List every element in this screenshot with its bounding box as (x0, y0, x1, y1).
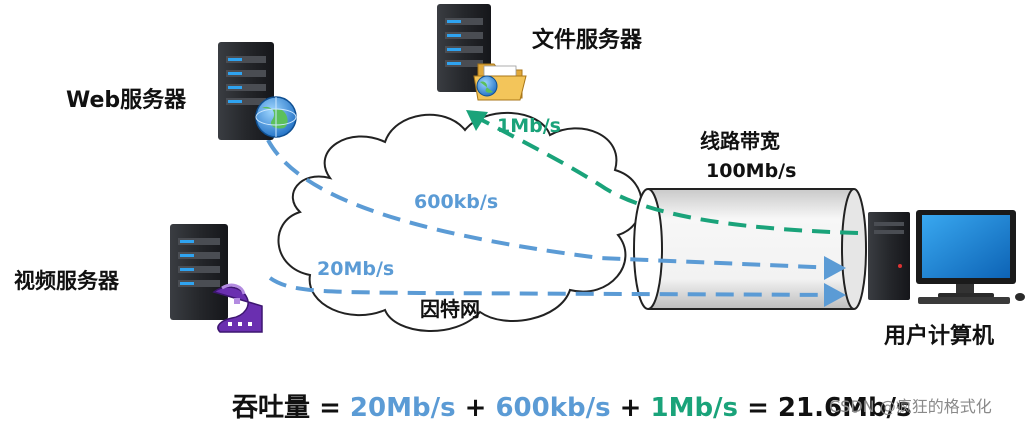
formula-term-video: 20Mb/s (349, 393, 456, 423)
internet-label: 因特网 (420, 297, 480, 321)
web-flow-arrowhead (824, 256, 846, 280)
file-flow-path (477, 116, 859, 235)
desktop-computer-icon (868, 210, 1025, 304)
cloud-icon (277, 111, 643, 332)
watermark: CSDN @疯狂的格式化 (829, 397, 992, 416)
file-flow-arrowhead (466, 110, 488, 131)
film-strip-icon (212, 283, 263, 333)
link-bandwidth-title: 线路带宽 (700, 129, 780, 153)
throughput-formula: 吞吐量 = 20Mb/s + 600kb/s + 1Mb/s = 21.6Mb/… (232, 387, 912, 424)
formula-equals: = (738, 393, 778, 423)
formula-term-web: 600kb/s (495, 393, 611, 423)
link-bandwidth-value: 100Mb/s (706, 160, 797, 182)
file-flow-rate: 1Mb/s (497, 115, 561, 137)
formula-term-file: 1Mb/s (650, 393, 739, 423)
web-flow-path (266, 139, 839, 270)
formula-result: 21.6Mb/s (777, 393, 912, 423)
formula-plus: + (455, 393, 496, 423)
file-server-label: 文件服务器 (532, 28, 643, 53)
web-server-label: Web服务器 (66, 88, 187, 113)
video-server-label: 视频服务器 (14, 269, 119, 293)
user-computer-label: 用户计算机 (884, 324, 995, 349)
formula-equals: = (310, 393, 350, 423)
video-flow-rate: 20Mb/s (317, 258, 395, 280)
pipe-icon (633, 188, 867, 310)
video-flow-path (268, 276, 839, 297)
globe-icon (255, 96, 297, 138)
video-server-icon (170, 224, 228, 320)
formula-label: 吞吐量 (232, 393, 311, 423)
web-flow-rate: 600kb/s (414, 191, 499, 213)
globe-icon (476, 75, 498, 97)
video-flow-arrowhead (824, 283, 846, 307)
formula-plus: + (610, 393, 651, 423)
